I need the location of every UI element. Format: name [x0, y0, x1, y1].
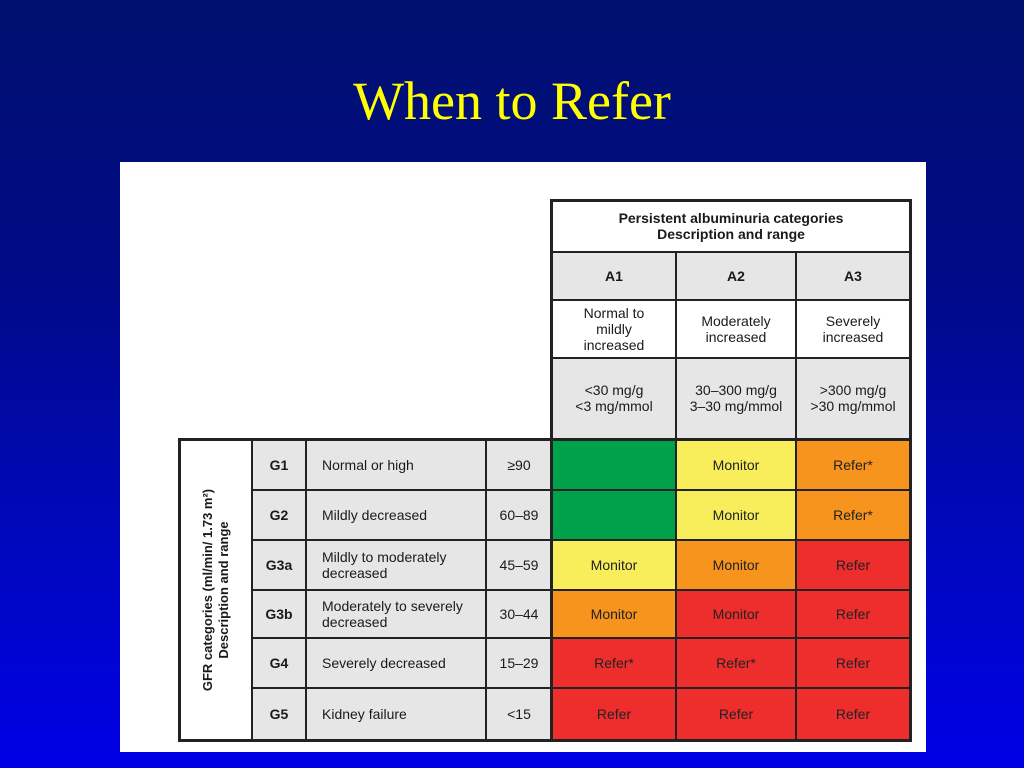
- risk-cell-g5-a1: Refer: [552, 688, 676, 740]
- grid-line: [252, 589, 910, 591]
- risk-cell-g3b-a2: Monitor: [676, 590, 796, 638]
- risk-cell-g2-a2: Monitor: [676, 490, 796, 540]
- risk-cell-g4-a1: Refer*: [552, 638, 676, 688]
- gfr-desc-g4: Severely decreased: [306, 638, 486, 688]
- risk-cell-g1-a1: [552, 440, 676, 490]
- gfr-code-g3b: G3b: [252, 590, 306, 638]
- grid-line: [252, 489, 910, 491]
- grid-line: [550, 199, 553, 440]
- albuminuria-code-a2: A2: [676, 252, 796, 300]
- risk-cell-g5-a2: Refer: [676, 688, 796, 740]
- gfr-side-label-line1: GFR categories (ml/min/ 1.73 m²): [200, 488, 215, 692]
- risk-cell-g2-a3: Refer*: [796, 490, 910, 540]
- gfr-range-g5: <15: [486, 688, 552, 740]
- gfr-code-g3a: G3a: [252, 540, 306, 590]
- grid-line: [178, 739, 912, 742]
- albuminuria-range-a1-line1: <30 mg/g: [584, 382, 644, 398]
- albuminuria-range-a2-line1: 30–300 mg/g: [695, 382, 777, 398]
- gfr-desc-g5: Kidney failure: [306, 688, 486, 740]
- gfr-range-g4: 15–29: [486, 638, 552, 688]
- albuminuria-range-a3-line2: >30 mg/mmol: [810, 398, 896, 414]
- gfr-range-g3a: 45–59: [486, 540, 552, 590]
- gfr-side-label-box: [180, 440, 252, 740]
- risk-cell-g1-a2: Monitor: [676, 440, 796, 490]
- risk-cell-g3b-a3: Refer: [796, 590, 910, 638]
- gfr-side-label-line2: Description and range: [216, 521, 231, 659]
- grid-line: [252, 637, 910, 639]
- gfr-desc-g1: Normal or high: [306, 440, 486, 490]
- gfr-code-g1: G1: [252, 440, 306, 490]
- albuminuria-desc-a3: Severely increased: [796, 300, 910, 358]
- albuminuria-code-a3: A3: [796, 252, 910, 300]
- risk-cell-g4-a2: Refer*: [676, 638, 796, 688]
- referral-table-panel: Persistent albuminuria categories Descri…: [120, 162, 926, 752]
- grid-line: [795, 252, 797, 740]
- gfr-range-g3b: 30–44: [486, 590, 552, 638]
- grid-line: [909, 199, 912, 740]
- risk-cell-g5-a3: Refer: [796, 688, 910, 740]
- risk-cell-g2-a1: [552, 490, 676, 540]
- albuminuria-range-a2-line2: 3–30 mg/mmol: [689, 398, 783, 414]
- risk-cell-g3a-a3: Refer: [796, 540, 910, 590]
- grid-line: [675, 252, 677, 740]
- gfr-code-g4: G4: [252, 638, 306, 688]
- risk-cell-g1-a3: Refer*: [796, 440, 910, 490]
- risk-cell-g3a-a1: Monitor: [552, 540, 676, 590]
- albuminuria-range-a3: >300 mg/g >30 mg/mmol: [796, 358, 910, 438]
- risk-cell-g3a-a2: Monitor: [676, 540, 796, 590]
- grid-line: [252, 539, 910, 541]
- grid-line: [178, 438, 912, 441]
- albuminuria-header: Persistent albuminuria categories Descri…: [552, 200, 910, 252]
- albuminuria-range-a1: <30 mg/g <3 mg/mmol: [552, 358, 676, 438]
- grid-line: [550, 199, 912, 202]
- albuminuria-desc-a2: Moderately increased: [676, 300, 796, 358]
- gfr-range-g2: 60–89: [486, 490, 552, 540]
- albuminuria-range-a2: 30–300 mg/g 3–30 mg/mmol: [676, 358, 796, 438]
- gfr-desc-g2: Mildly decreased: [306, 490, 486, 540]
- grid-line: [552, 299, 910, 301]
- gfr-side-label: GFR categories (ml/min/ 1.73 m²) Descrip…: [180, 440, 252, 740]
- albuminuria-code-a1: A1: [552, 252, 676, 300]
- gfr-range-g1: ≥90: [486, 440, 552, 490]
- risk-cell-g4-a3: Refer: [796, 638, 910, 688]
- grid-line: [178, 438, 181, 742]
- gfr-desc-g3a: Mildly to moderately decreased: [306, 540, 486, 590]
- albuminuria-header-line1: Persistent albuminuria categories: [618, 210, 844, 226]
- slide-title: When to Refer: [353, 71, 671, 131]
- albuminuria-range-a1-line2: <3 mg/mmol: [575, 398, 653, 414]
- albuminuria-desc-a1: Normal to mildly increased: [552, 300, 676, 358]
- grid-line: [552, 251, 910, 253]
- grid-line: [552, 357, 910, 359]
- gfr-desc-g3b: Moderately to severely decreased: [306, 590, 486, 638]
- albuminuria-header-line2: Description and range: [657, 226, 805, 242]
- grid-line: [252, 687, 910, 689]
- gfr-code-g5: G5: [252, 688, 306, 740]
- risk-cell-g3b-a1: Monitor: [552, 590, 676, 638]
- gfr-code-g2: G2: [252, 490, 306, 540]
- albuminuria-range-a3-line1: >300 mg/g: [819, 382, 887, 398]
